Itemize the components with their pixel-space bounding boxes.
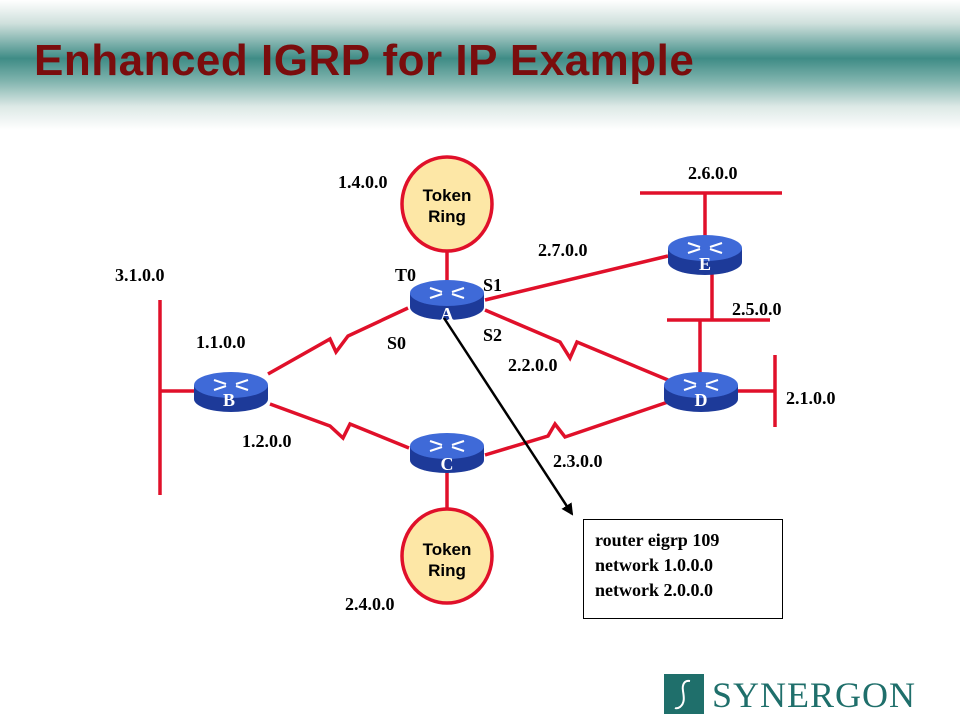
link-a-d-serial: [484, 308, 669, 382]
header-band: [0, 0, 960, 130]
network-label-2-1-0-0: 2.1.0.0: [786, 388, 836, 408]
router-c-label: C: [441, 454, 454, 474]
network-label-1-1-0-0: 1.1.0.0: [196, 332, 246, 352]
config-line-network-1: network 1.0.0.0: [595, 555, 713, 575]
network-label-3-1-0-0: 3.1.0.0: [115, 265, 165, 285]
config-box: router eigrp 109 network 1.0.0.0 network…: [583, 519, 783, 619]
link-a-e-serial: [484, 254, 669, 302]
router-e-arrows-icon: [687, 242, 723, 254]
token-ring-bottom-line1: Token: [423, 540, 472, 559]
interface-label-s2: S2: [483, 325, 502, 345]
config-callout-arrow: [442, 317, 574, 516]
network-label-2-3-0-0: 2.3.0.0: [553, 451, 603, 471]
link-b-c-serial: [269, 402, 410, 450]
router-d-label: D: [695, 390, 708, 410]
ethernet-segments: [158, 191, 782, 495]
router-b-label: B: [223, 390, 235, 410]
token-ring-top: Token Ring: [400, 155, 494, 253]
router-b: B: [194, 372, 268, 412]
network-labels: 1.4.0.0 2.6.0.0 2.7.0.0 3.1.0.0 2.5.0.0 …: [115, 163, 836, 614]
token-ring-top-line2: Ring: [428, 207, 466, 226]
router-a-arrows-icon: [429, 287, 465, 299]
logo-text: SYNERGON: [712, 675, 917, 715]
router-d-arrows-icon: [683, 379, 719, 391]
link-a-b-serial: [267, 306, 409, 376]
interface-labels: T0 S1 S0 S2: [387, 265, 502, 353]
company-logo: SYNERGON: [664, 674, 950, 714]
token-ring-top-line1: Token: [423, 186, 472, 205]
link-c-d-serial: [484, 400, 669, 457]
network-label-2-7-0-0: 2.7.0.0: [538, 240, 588, 260]
router-d: D: [664, 372, 738, 412]
config-line-router: router eigrp 109: [595, 530, 720, 550]
page-title: Enhanced IGRP for IP Example: [34, 36, 695, 85]
logo-mark-icon: [664, 674, 704, 714]
interface-label-t0: T0: [395, 265, 416, 285]
network-label-1-4-0-0: 1.4.0.0: [338, 172, 388, 192]
interface-label-s0: S0: [387, 333, 406, 353]
router-b-arrows-icon: [213, 379, 249, 391]
router-a: A: [410, 280, 484, 324]
token-ring-bottom-line2: Ring: [428, 561, 466, 580]
config-line-network-2: network 2.0.0.0: [595, 580, 713, 600]
token-ring-bottom: Token Ring: [400, 507, 494, 605]
router-c-arrows-icon: [429, 440, 465, 452]
network-label-2-5-0-0: 2.5.0.0: [732, 299, 782, 319]
network-label-2-4-0-0: 2.4.0.0: [345, 594, 395, 614]
network-label-1-2-0-0: 1.2.0.0: [242, 431, 292, 451]
interface-label-s1: S1: [483, 275, 502, 295]
router-c: C: [410, 433, 484, 474]
router-e-label: E: [699, 254, 711, 274]
network-label-2-2-0-0: 2.2.0.0: [508, 355, 558, 375]
router-e: E: [668, 235, 742, 275]
network-label-2-6-0-0: 2.6.0.0: [688, 163, 738, 183]
